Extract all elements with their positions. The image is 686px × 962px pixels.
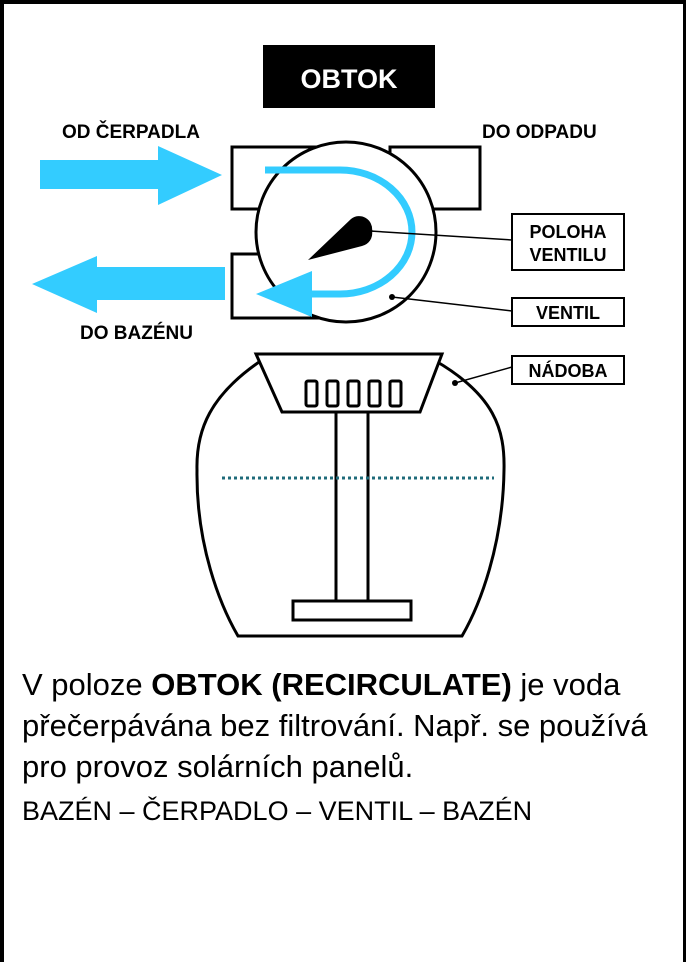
callout-box — [511, 213, 625, 271]
callout-valve-position: POLOHA VENTILU — [367, 213, 625, 271]
frame-left-border — [0, 0, 4, 962]
label-to-pool: DO BAZÉNU — [80, 322, 193, 344]
label-from-pump: OD ČERPADLA — [62, 121, 200, 143]
callout-dot — [367, 228, 373, 234]
description-mode: OBTOK (RECIRCULATE) — [151, 667, 512, 702]
flow-sequence: BAZÉN – ČERPADLO – VENTIL – BAZÉN — [22, 796, 533, 826]
valve-pointer — [308, 216, 373, 260]
callout-box — [511, 355, 625, 385]
filter-slot — [304, 379, 319, 408]
inflow-arrow — [40, 146, 222, 205]
filter-slot — [325, 379, 340, 408]
callout-leader — [454, 366, 513, 384]
callout-valve: VENTIL — [389, 294, 625, 327]
frame-top-border — [0, 0, 686, 4]
filter-slot — [388, 379, 403, 408]
lateral-base — [291, 599, 413, 622]
valve-diagram: OBTOK OD ČERPADLA DO ODPADU DO BAZÉNU PO… — [32, 45, 625, 638]
title-box — [263, 45, 435, 108]
callout-dot — [452, 380, 458, 386]
filter-slot — [346, 379, 361, 408]
description-paragraph: V poloze OBTOK (RECIRCULATE) je voda pře… — [22, 664, 672, 787]
callout-valve-position-line1: POLOHA — [529, 222, 606, 242]
outflow-arrow — [32, 256, 225, 313]
callout-dot — [389, 294, 395, 300]
callout-leader — [369, 230, 513, 241]
callout-leader — [391, 296, 513, 312]
filter-slots — [304, 379, 403, 408]
standpipe — [334, 410, 370, 604]
callout-vessel-label: NÁDOBA — [529, 360, 608, 381]
callout-vessel: NÁDOBA — [452, 355, 625, 386]
flow-arrows — [32, 146, 225, 313]
callout-box — [511, 297, 625, 327]
description-intro: V poloze — [22, 667, 152, 702]
frame-right-border — [683, 0, 686, 962]
filter-slot — [367, 379, 382, 408]
label-to-waste: DO ODPADU — [482, 122, 597, 143]
description: V poloze OBTOK (RECIRCULATE) je voda pře… — [22, 664, 672, 832]
description-rest: je voda přečerpávána bez filtrování. Nap… — [22, 667, 648, 784]
internal-flow-arrowhead — [256, 271, 312, 317]
internal-flow-path — [265, 166, 416, 298]
callout-valve-position-line2: VENTILU — [529, 245, 606, 265]
callout-valve-label: VENTIL — [536, 303, 600, 323]
diagram-title: OBTOK — [300, 64, 398, 94]
